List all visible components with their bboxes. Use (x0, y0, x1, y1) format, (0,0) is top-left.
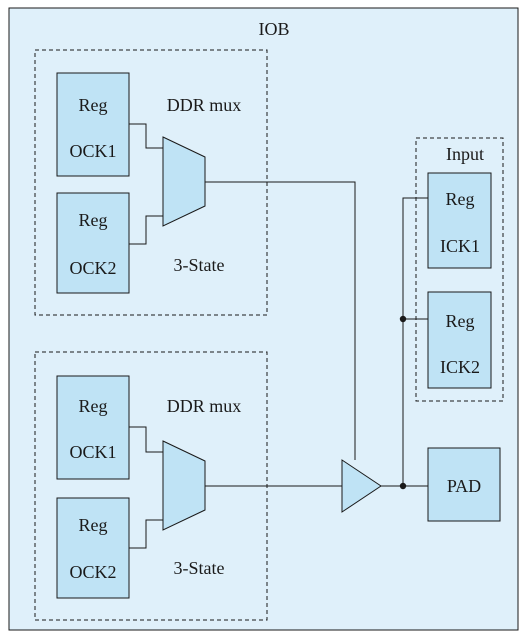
output-block-2: Reg OCK1 Reg OCK2 DDR mux 3-State (34, 351, 342, 621)
iob-title: IOB (259, 19, 290, 39)
register-ock1-block-1 (56, 72, 130, 177)
junction-dot-pad (399, 482, 407, 490)
ddr-mux-label-block-2: DDR mux (167, 396, 242, 416)
register-ick1-name: Reg (446, 189, 475, 209)
register-ock1-block-2 (56, 375, 130, 480)
register-ock1-block-2-clock: OCK1 (69, 442, 116, 462)
wire-mux-1-to-buffer (205, 181, 356, 460)
input-block-border (415, 137, 504, 402)
output-buffer (341, 459, 382, 513)
wire-ock2-to-mux-1 (129, 215, 163, 245)
three-state-label-block-2: 3-State (174, 558, 225, 578)
output-block-1: Reg OCK1 Reg OCK2 DDR mux 3-State (34, 49, 356, 460)
pad-label: PAD (447, 476, 481, 496)
register-ock2-block-1-name: Reg (79, 210, 108, 230)
input-block: Input Reg ICK1 Reg ICK2 (415, 137, 504, 402)
junction-dot-ick2 (399, 315, 407, 323)
wire-input-bus (402, 197, 428, 486)
input-block-label: Input (446, 144, 484, 164)
register-ick2-clock: ICK2 (440, 357, 480, 377)
register-ick1 (427, 172, 492, 269)
wire-ock1-to-mux-2 (129, 426, 163, 453)
ddr-mux-block-1 (162, 136, 206, 227)
pad (427, 447, 501, 522)
register-ick2 (427, 291, 492, 389)
three-state-label-block-1: 3-State (174, 255, 225, 275)
register-ick1-clock: ICK1 (440, 236, 480, 256)
register-ock1-block-1-clock: OCK1 (69, 141, 116, 161)
wire-ock2-to-mux-2 (129, 519, 163, 549)
register-ock2-block-1 (56, 192, 130, 294)
register-ock2-block-2 (56, 497, 130, 599)
ddr-mux-label-block-1: DDR mux (167, 95, 242, 115)
register-ock1-block-2-name: Reg (79, 396, 108, 416)
register-ock2-block-2-clock: OCK2 (69, 562, 116, 582)
register-ick2-name: Reg (446, 311, 475, 331)
register-ock2-block-1-clock: OCK2 (69, 258, 116, 278)
register-ock1-block-1-name: Reg (79, 95, 108, 115)
wire-ock1-to-mux-1 (129, 123, 163, 149)
register-ock2-block-2-name: Reg (79, 515, 108, 535)
ddr-mux-block-2 (162, 440, 206, 531)
